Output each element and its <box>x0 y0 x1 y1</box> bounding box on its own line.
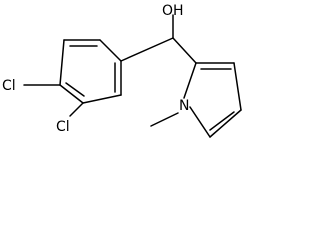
bond-ring-bottom-left-inner <box>65 82 85 97</box>
bond-pyrrole-c5-n <box>189 106 211 138</box>
bond-ring-right-upper <box>99 39 122 62</box>
atom-label-nitrogen: N <box>179 98 189 114</box>
atom-label-group: OH Cl Cl N <box>2 3 189 135</box>
bond-to-chlorine-meta <box>69 102 84 117</box>
bond-pyrrole-n-c2 <box>183 62 197 99</box>
atom-label-chlorine-meta: Cl <box>56 119 70 135</box>
bond-carbinol-to-pyrrole <box>172 37 197 64</box>
bond-ring-bottom-right <box>82 94 122 104</box>
molecule-structure-diagram: OH Cl Cl N <box>2 3 242 138</box>
bond-ring-to-carbinol <box>120 37 174 62</box>
atom-label-chlorine-para: Cl <box>2 78 16 94</box>
bond-ring-bottom-left <box>59 84 84 104</box>
bond-ring-left <box>59 39 65 86</box>
bond-pyrrole-c4-c5 <box>209 109 242 138</box>
atom-label-hydroxyl: OH <box>162 3 184 19</box>
bond-n-to-methyl <box>150 112 179 127</box>
bond-pyrrole-c4-c5-inner <box>209 111 235 131</box>
bond-group <box>23 14 242 138</box>
bond-pyrrole-c3-c4 <box>233 62 242 111</box>
